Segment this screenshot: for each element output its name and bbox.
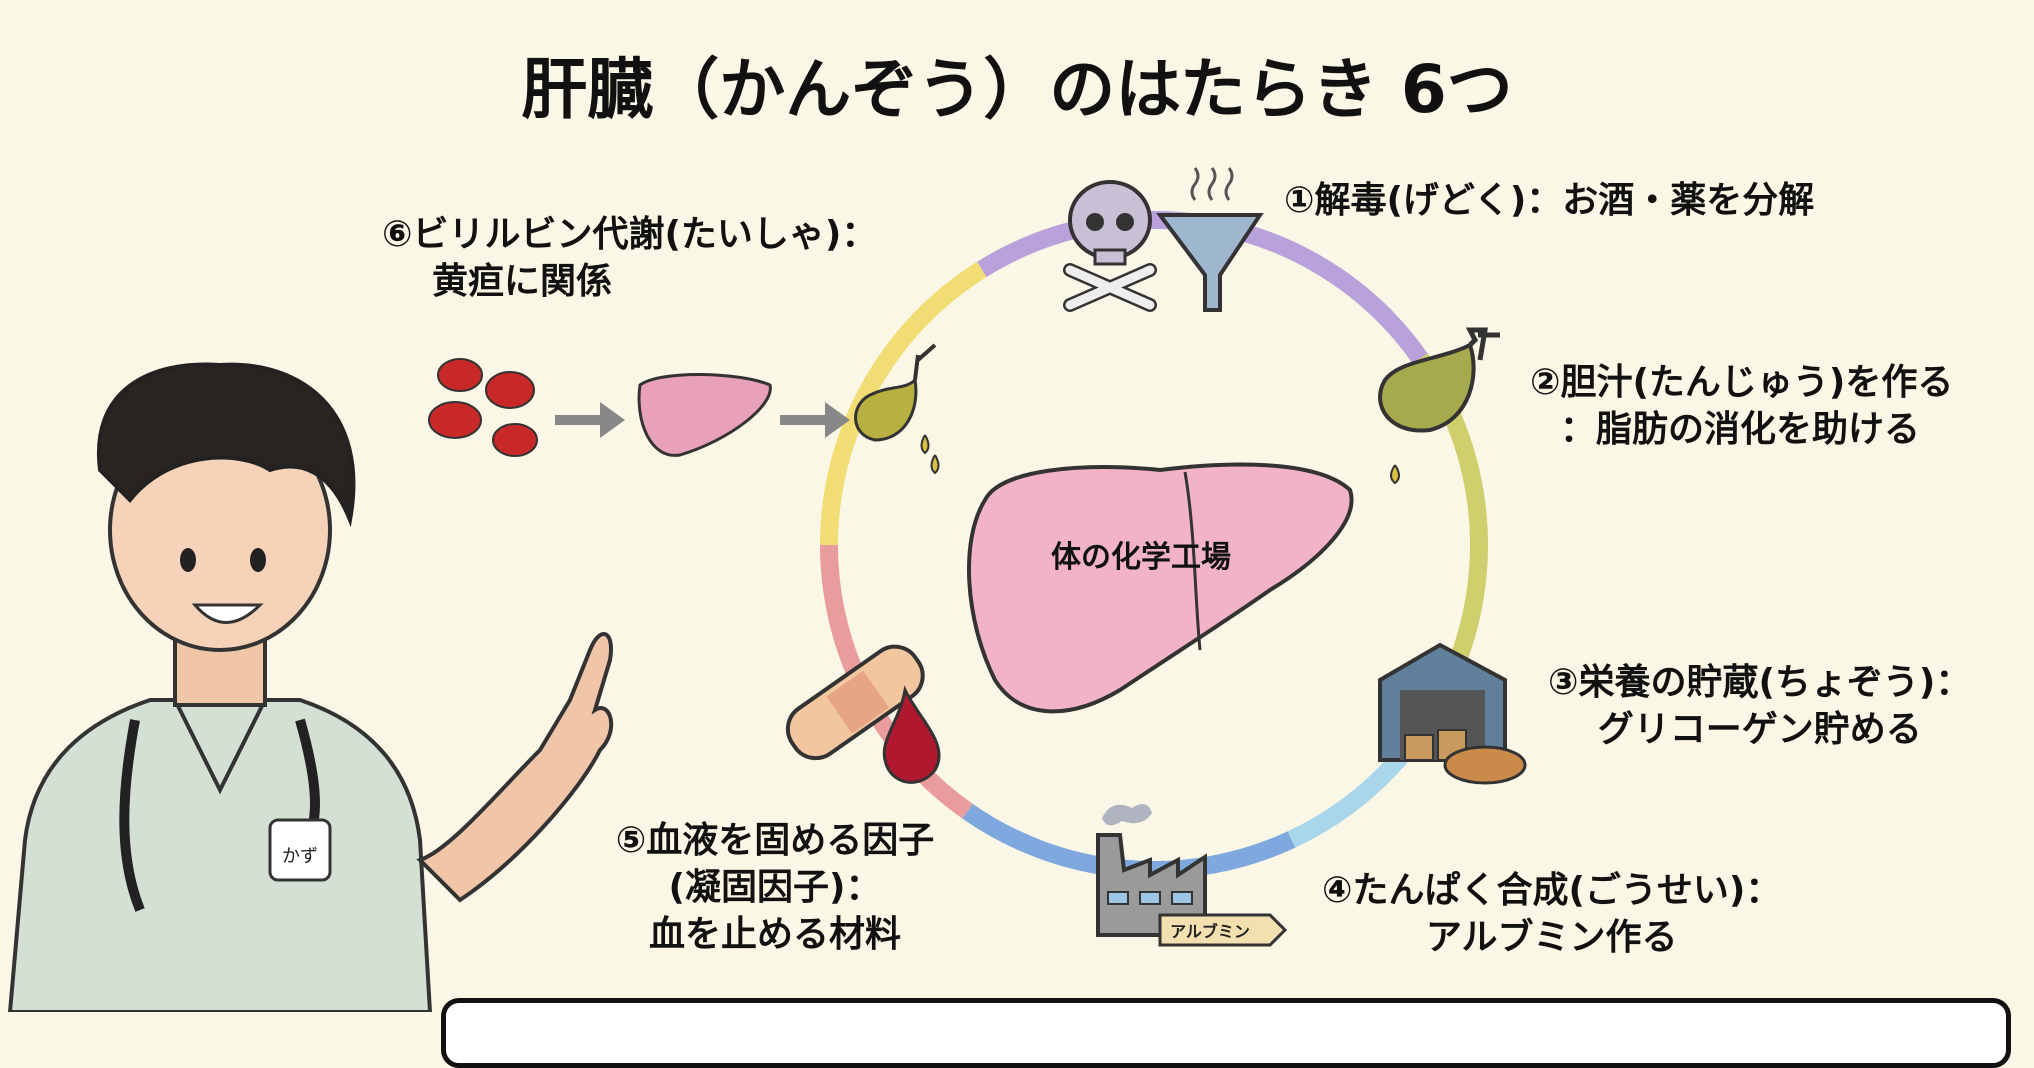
function-5-line2: (凝固因子)： — [668, 866, 882, 908]
nurse-character: かず — [7, 362, 614, 1012]
caption-box — [441, 998, 2011, 1068]
function-2-line1: ②胆汁(たんじゅう)を作る — [1530, 362, 1954, 403]
function-2-bile: ②胆汁(たんじゅう)を作る ：脂肪の消化を助ける — [1530, 360, 1953, 454]
factory-icon: アルブミン — [1096, 804, 1288, 947]
filter-funnel-icon — [1156, 167, 1264, 312]
bandage-icon — [785, 644, 925, 761]
illustration: 体の化学工場 アルブミン — [7, 167, 1527, 1012]
function-3-storage: ③栄養の貯蔵(ちょぞう)： グリコーゲン貯める — [1548, 660, 1971, 754]
function-6-bilirubin: ⑥ビリルビン代謝(たいしゃ)： 黄疸に関係 — [382, 212, 877, 306]
function-2-line2: ：脂肪の消化を助ける — [1560, 408, 1921, 450]
function-6-line2: 黄疸に関係 — [432, 260, 613, 302]
function-1-detox: ①解毒(げどく)：お酒・薬を分解 — [1284, 178, 1814, 225]
function-3-line2: グリコーゲン貯める — [1597, 708, 1922, 750]
blood-drop-icon — [882, 685, 941, 784]
liver-illustration — [966, 462, 1354, 714]
arrow-icon — [780, 402, 850, 438]
albumin-tag: アルブミン — [1170, 922, 1250, 941]
page-title: 肝臓（かんぞう）のはたらき 6つ — [521, 51, 1513, 128]
function-4-line1: ④たんぱく合成(ごうせい)： — [1322, 870, 1782, 911]
function-4-line2: アルブミン作る — [1425, 916, 1678, 958]
function-4-protein: ④たんぱく合成(ごうせい)： アルブミン作る — [1322, 868, 1781, 962]
gallbladder-icon — [1378, 327, 1500, 485]
red-blood-cells-icon — [428, 358, 538, 457]
skull-crossbones-icon — [1063, 180, 1157, 312]
function-1-text: ①解毒(げどく)：お酒・薬を分解 — [1284, 180, 1815, 221]
function-5-clotting: ⑤血液を固める因子 (凝固因子)： 血を止める材料 — [590, 818, 960, 958]
small-gallbladder-icon — [854, 343, 940, 475]
small-liver-icon — [637, 373, 772, 457]
arrow-icon — [555, 402, 625, 438]
ring-segment-yellow — [820, 261, 987, 546]
name-tag: かず — [282, 846, 318, 867]
function-5-line1: ⑤血液を固める因子 — [615, 820, 935, 861]
center-label: 体の化学工場 — [1051, 540, 1231, 575]
warehouse-icon — [1378, 642, 1527, 785]
function-3-line1: ③栄養の貯蔵(ちょぞう)： — [1548, 662, 1972, 703]
function-6-line1: ⑥ビリルビン代謝(たいしゃ)： — [382, 214, 878, 255]
function-5-line3: 血を止める材料 — [648, 913, 901, 955]
